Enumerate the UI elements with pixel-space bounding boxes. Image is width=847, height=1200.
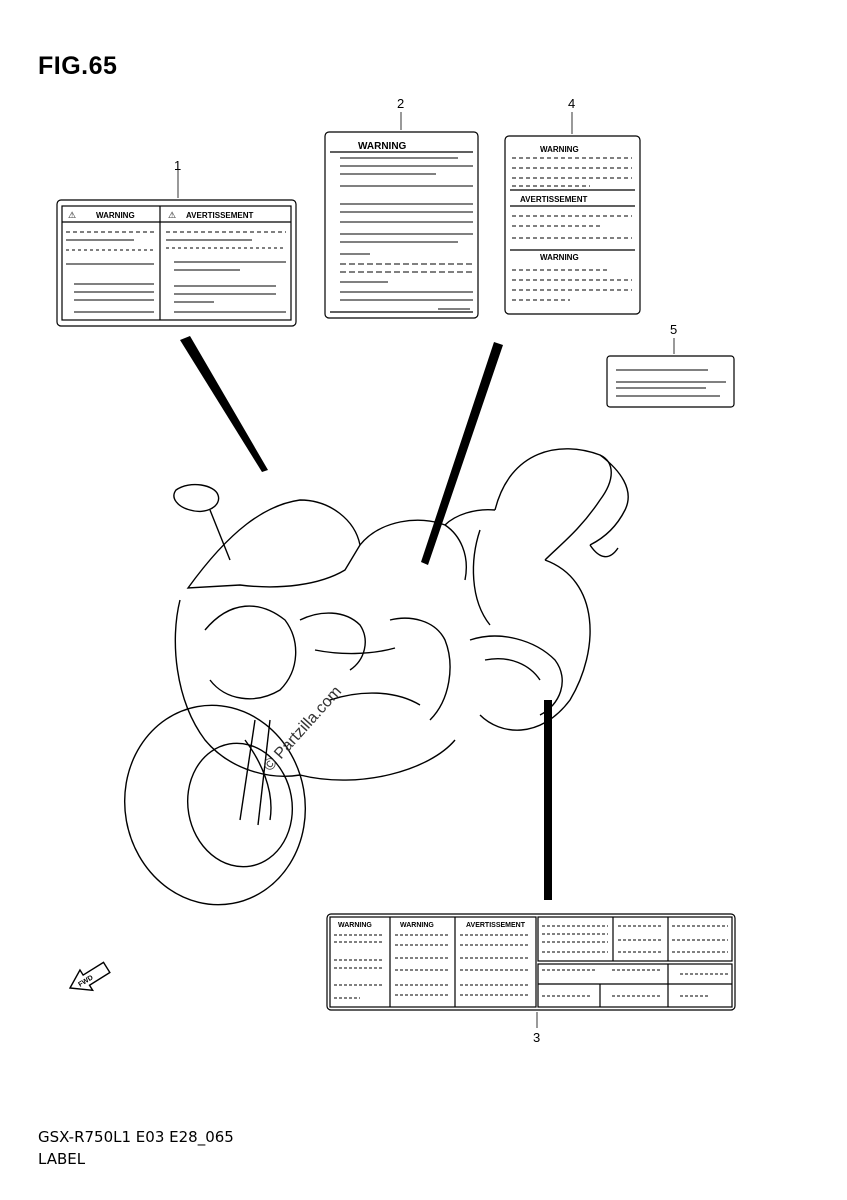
label-1-warning: WARNING — [96, 211, 135, 220]
label-4-warning-1: WARNING — [540, 145, 579, 154]
watermark: © Partzilla.com — [260, 683, 345, 774]
callout-5: 5 — [670, 322, 678, 337]
fwd-arrow-icon — [68, 961, 111, 992]
label-3 — [326, 913, 736, 1011]
svg-text:⚠: ⚠ — [168, 210, 176, 220]
label-2 — [324, 131, 479, 319]
callout-2: 2 — [397, 96, 405, 111]
callout-1: 1 — [174, 158, 182, 173]
label-2-warning: WARNING — [358, 141, 407, 152]
footer-name: LABEL — [38, 1150, 86, 1168]
footer-code: GSX-R750L1 E03 E28_065 — [38, 1128, 234, 1146]
label-3-warning-2: WARNING — [400, 922, 434, 929]
label-4 — [504, 135, 641, 315]
label-3-avertissement: AVERTISSEMENT — [466, 922, 526, 929]
label-4-warning-2: WARNING — [540, 253, 579, 262]
label-5 — [606, 355, 735, 408]
label-3-warning-1: WARNING — [338, 922, 372, 929]
figure-title: FIG.65 — [38, 52, 118, 80]
callout-3: 3 — [533, 1030, 541, 1045]
label-1-warning-text: ⚠ — [68, 210, 76, 220]
label-1: ⚠ ⚠ — [56, 199, 297, 327]
label-1-avertissement: AVERTISSEMENT — [186, 211, 254, 220]
motorcycle-outline — [123, 448, 629, 906]
callout-4: 4 — [568, 96, 576, 111]
label-4-avertissement: AVERTISSEMENT — [520, 195, 588, 204]
